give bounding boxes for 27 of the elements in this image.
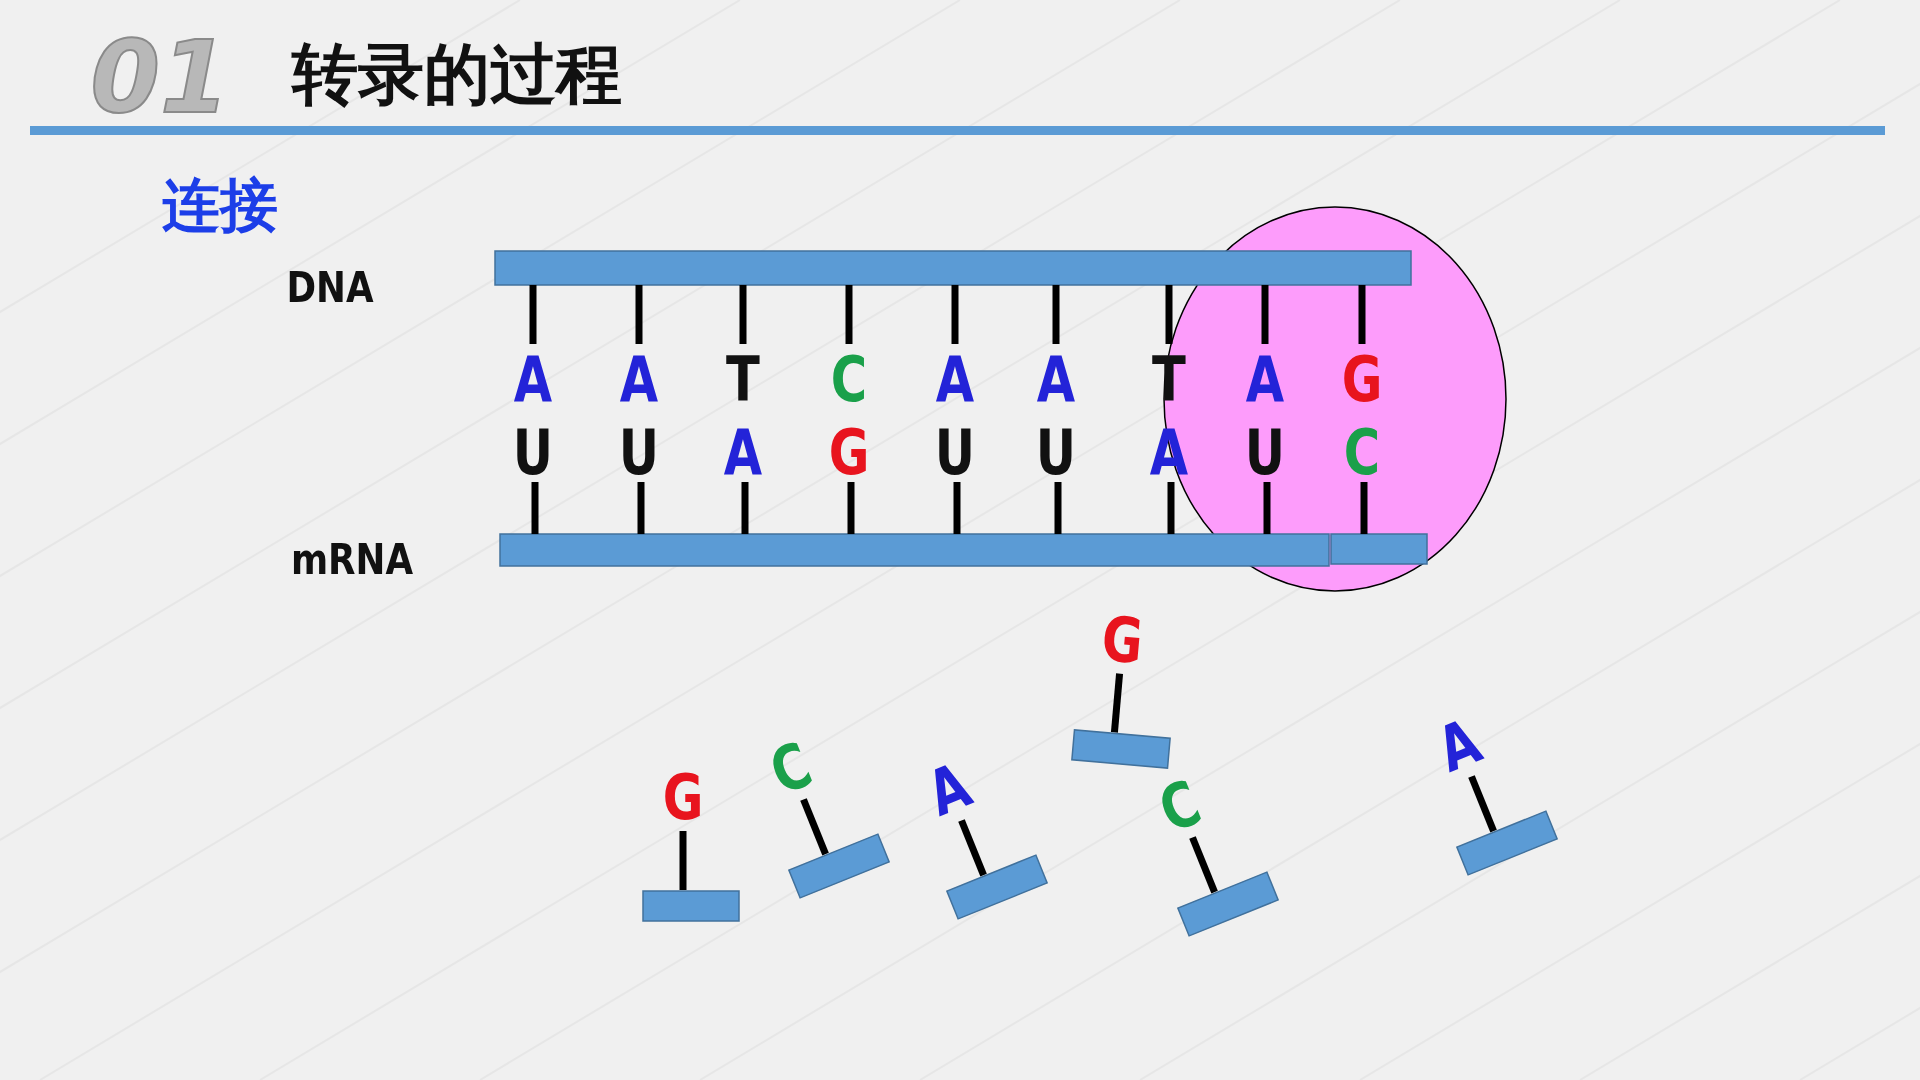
base-letter: A [1429,709,1489,782]
base-letter: T [726,349,760,411]
strand-label: mRNA [290,539,414,581]
base-letter: C [1151,771,1209,843]
base-letter: A [1245,349,1285,411]
base-letter: G [1099,608,1146,674]
base-letter: A [919,753,979,826]
base-letter: C [1343,422,1381,484]
base-letter: A [723,422,763,484]
base-letter: A [1036,349,1076,411]
section-number: 01 [90,28,230,128]
base-letter: U [934,422,976,484]
base-letter: U [1244,422,1286,484]
step-heading: 连接 [162,176,278,234]
strand-label: DNA [286,267,374,309]
base-letter: U [618,422,660,484]
base-letter: A [619,349,659,411]
base-letter: C [830,349,868,411]
base-letter: U [1035,422,1077,484]
base-letter: A [513,349,553,411]
base-letter: U [512,422,554,484]
base-letter: G [662,767,704,829]
base-letter: G [828,422,870,484]
base-letter: C [762,733,820,805]
slide-title: 转录的过程 [292,42,622,108]
base-letter: A [935,349,975,411]
base-letter: G [1341,349,1383,411]
